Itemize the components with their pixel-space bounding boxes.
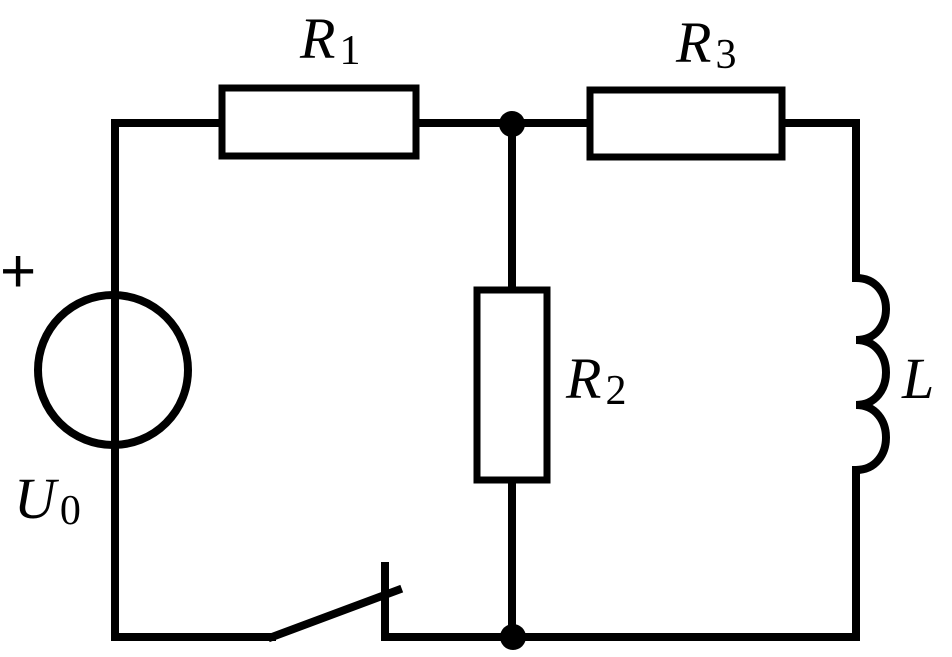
plus-sign: +: [0, 237, 36, 306]
resistor-r3: [586, 86, 786, 161]
wire-right-bottom: [381, 466, 860, 641]
wire-left-vertical: [111, 119, 276, 641]
junction-node-top: [499, 111, 525, 137]
resistor-r2: [473, 286, 551, 484]
label-r2: R2: [565, 346, 626, 414]
label-r1: R1: [299, 6, 360, 74]
inductor-l: [851, 273, 890, 475]
label-source: U0: [14, 466, 81, 534]
label-inductor: L: [901, 346, 934, 411]
switch-blade: [266, 584, 404, 643]
voltage-source-circle: [34, 291, 192, 449]
wire-r3-to-right: [778, 119, 860, 282]
label-r3: R3: [675, 10, 736, 78]
junction-node-bottom: [500, 624, 526, 650]
resistor-r1: [218, 84, 420, 160]
